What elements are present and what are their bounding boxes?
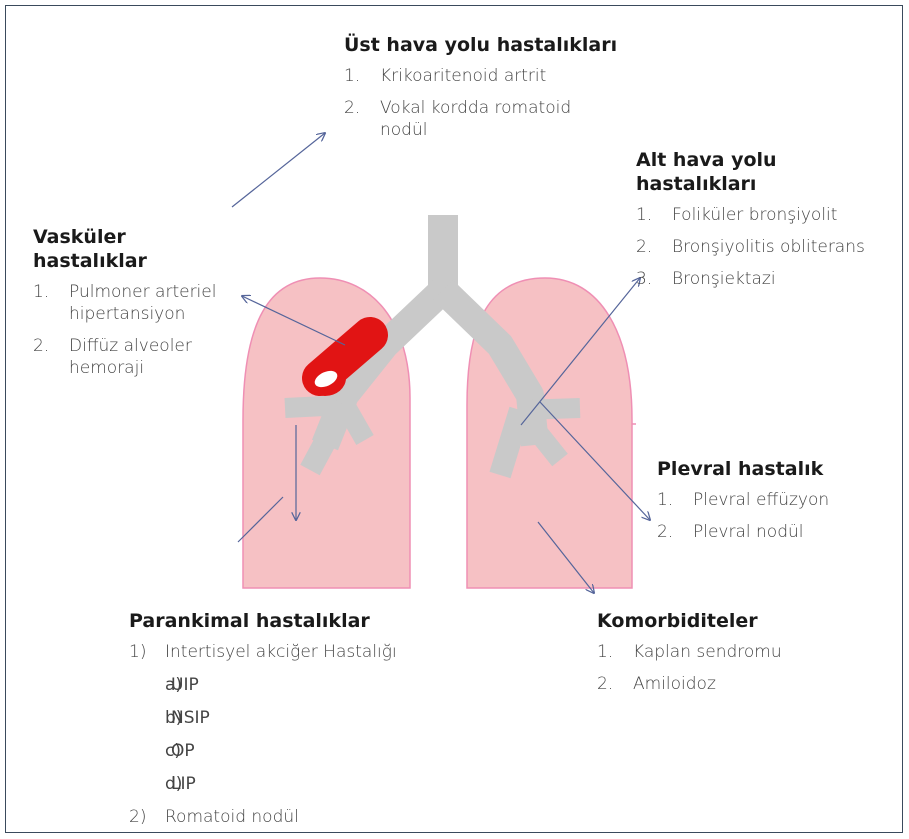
list-item: 2. Diffüz alveoler hemoraji [33,335,233,379]
list-item: 2. Plevral nodül [657,521,877,543]
list-item: 1. Kaplan sendromu [597,641,837,663]
list-item: 2) Romatoid nodül [129,806,449,828]
pleural-title: Plevral hastalık [657,457,877,481]
upper-airway-title: Üst hava yolu hastalıkları [344,33,644,57]
arrow-upper-airway [232,133,325,207]
sub-list-item: a) UIP [165,674,449,696]
list-item: 2. Vokal kordda romatoid nodül [344,97,614,141]
comorbidity-title: Komorbiditeler [597,609,837,633]
vascular-section: Vasküler hastalıklar 1. Pulmoner arterie… [33,225,233,389]
sub-list-item: b) NSIP [165,707,449,729]
list-item: 1) Intertisyel akciğer Hastalığı [129,641,449,663]
comorbidity-section: Komorbiditeler 1. Kaplan sendromu 2. Ami… [597,609,837,705]
lower-airway-section: Alt hava yolu hastalıkları 1. Foliküler … [636,148,901,300]
list-item: 1. Pulmoner arteriel hipertansiyon [33,281,233,325]
list-item: 1. Krikoaritenoid artrit [344,65,644,87]
list-item: 3. Bronşiektazi [636,268,901,290]
list-item: 1. Foliküler bronşiyolit [636,204,901,226]
upper-airway-section: Üst hava yolu hastalıkları 1. Krikoarite… [344,33,644,151]
sub-list-item: c) OP [165,740,449,762]
list-item: 1. Plevral effüzyon [657,489,877,511]
lower-airway-title: Alt hava yolu hastalıkları [636,148,901,196]
vascular-title: Vasküler hastalıklar [33,225,233,273]
pleural-section: Plevral hastalık 1. Plevral effüzyon 2. … [657,457,877,553]
list-item: 2. Bronşiyolitis obliterans [636,236,901,258]
parenchymal-section: Parankimal hastalıklar 1) Intertisyel ak… [129,609,449,838]
parenchymal-title: Parankimal hastalıklar [129,609,449,633]
list-item: 2. Amiloidoz [597,673,837,695]
sub-list-item: d) LIP [165,773,449,795]
